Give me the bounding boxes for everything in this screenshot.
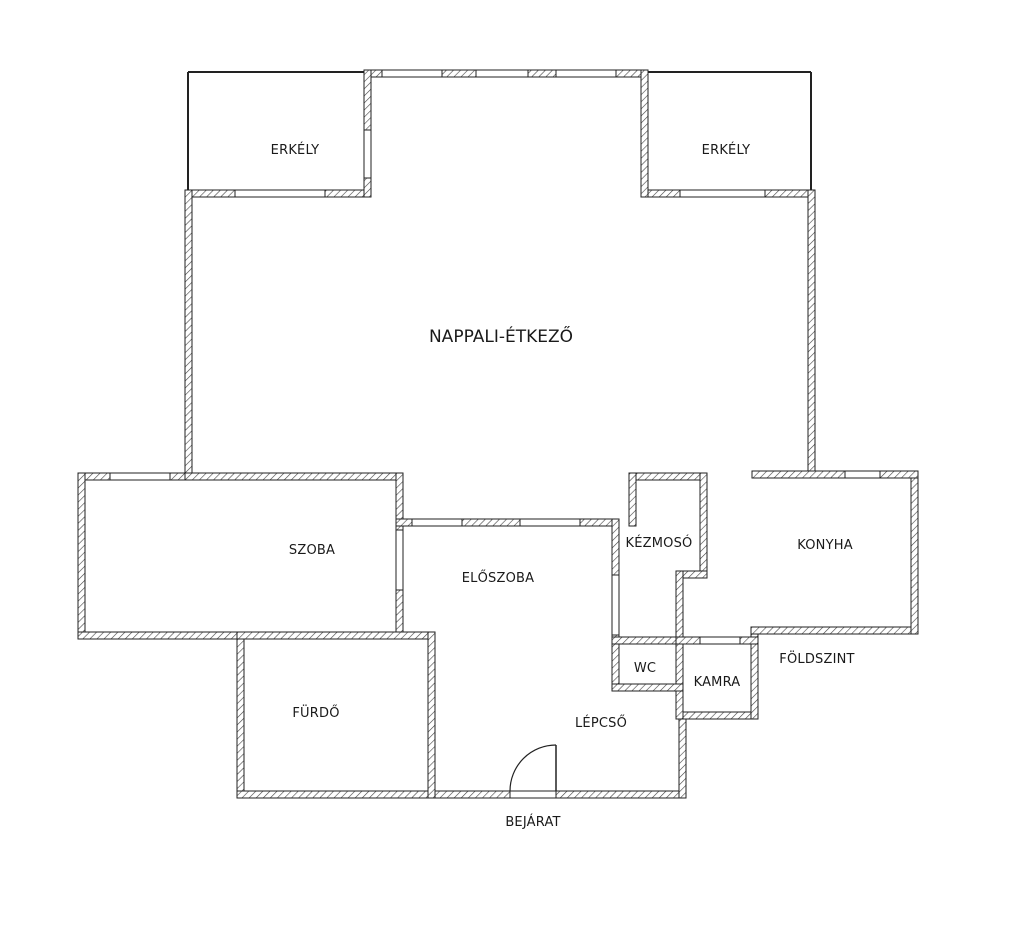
bedroom-label: SZOBA <box>289 543 335 558</box>
entrance-label: BEJÁRAT <box>505 814 560 830</box>
pantry-label: KAMRA <box>694 675 741 690</box>
stairs-label: LÉPCSŐ <box>575 715 627 731</box>
living-dining-label: NAPPALI-ÉTKEZŐ <box>429 325 573 347</box>
bathroom-label: FÜRDŐ <box>292 704 339 721</box>
balcony-right-label: ERKÉLY <box>702 142 751 158</box>
balcony-right <box>641 71 815 198</box>
floor-label: FÖLDSZINT <box>779 650 854 667</box>
washroom-label: KÉZMOSÓ <box>626 535 693 551</box>
toilet-label: WC <box>634 661 656 676</box>
balcony-left <box>187 71 369 198</box>
kitchen-label: KONYHA <box>797 538 853 553</box>
interior-walls <box>184 472 759 799</box>
hall-label: ELŐSZOBA <box>462 570 535 586</box>
balcony-left-label: ERKÉLY <box>271 142 320 158</box>
exterior-walls <box>77 69 919 799</box>
entrance-door <box>509 744 557 792</box>
